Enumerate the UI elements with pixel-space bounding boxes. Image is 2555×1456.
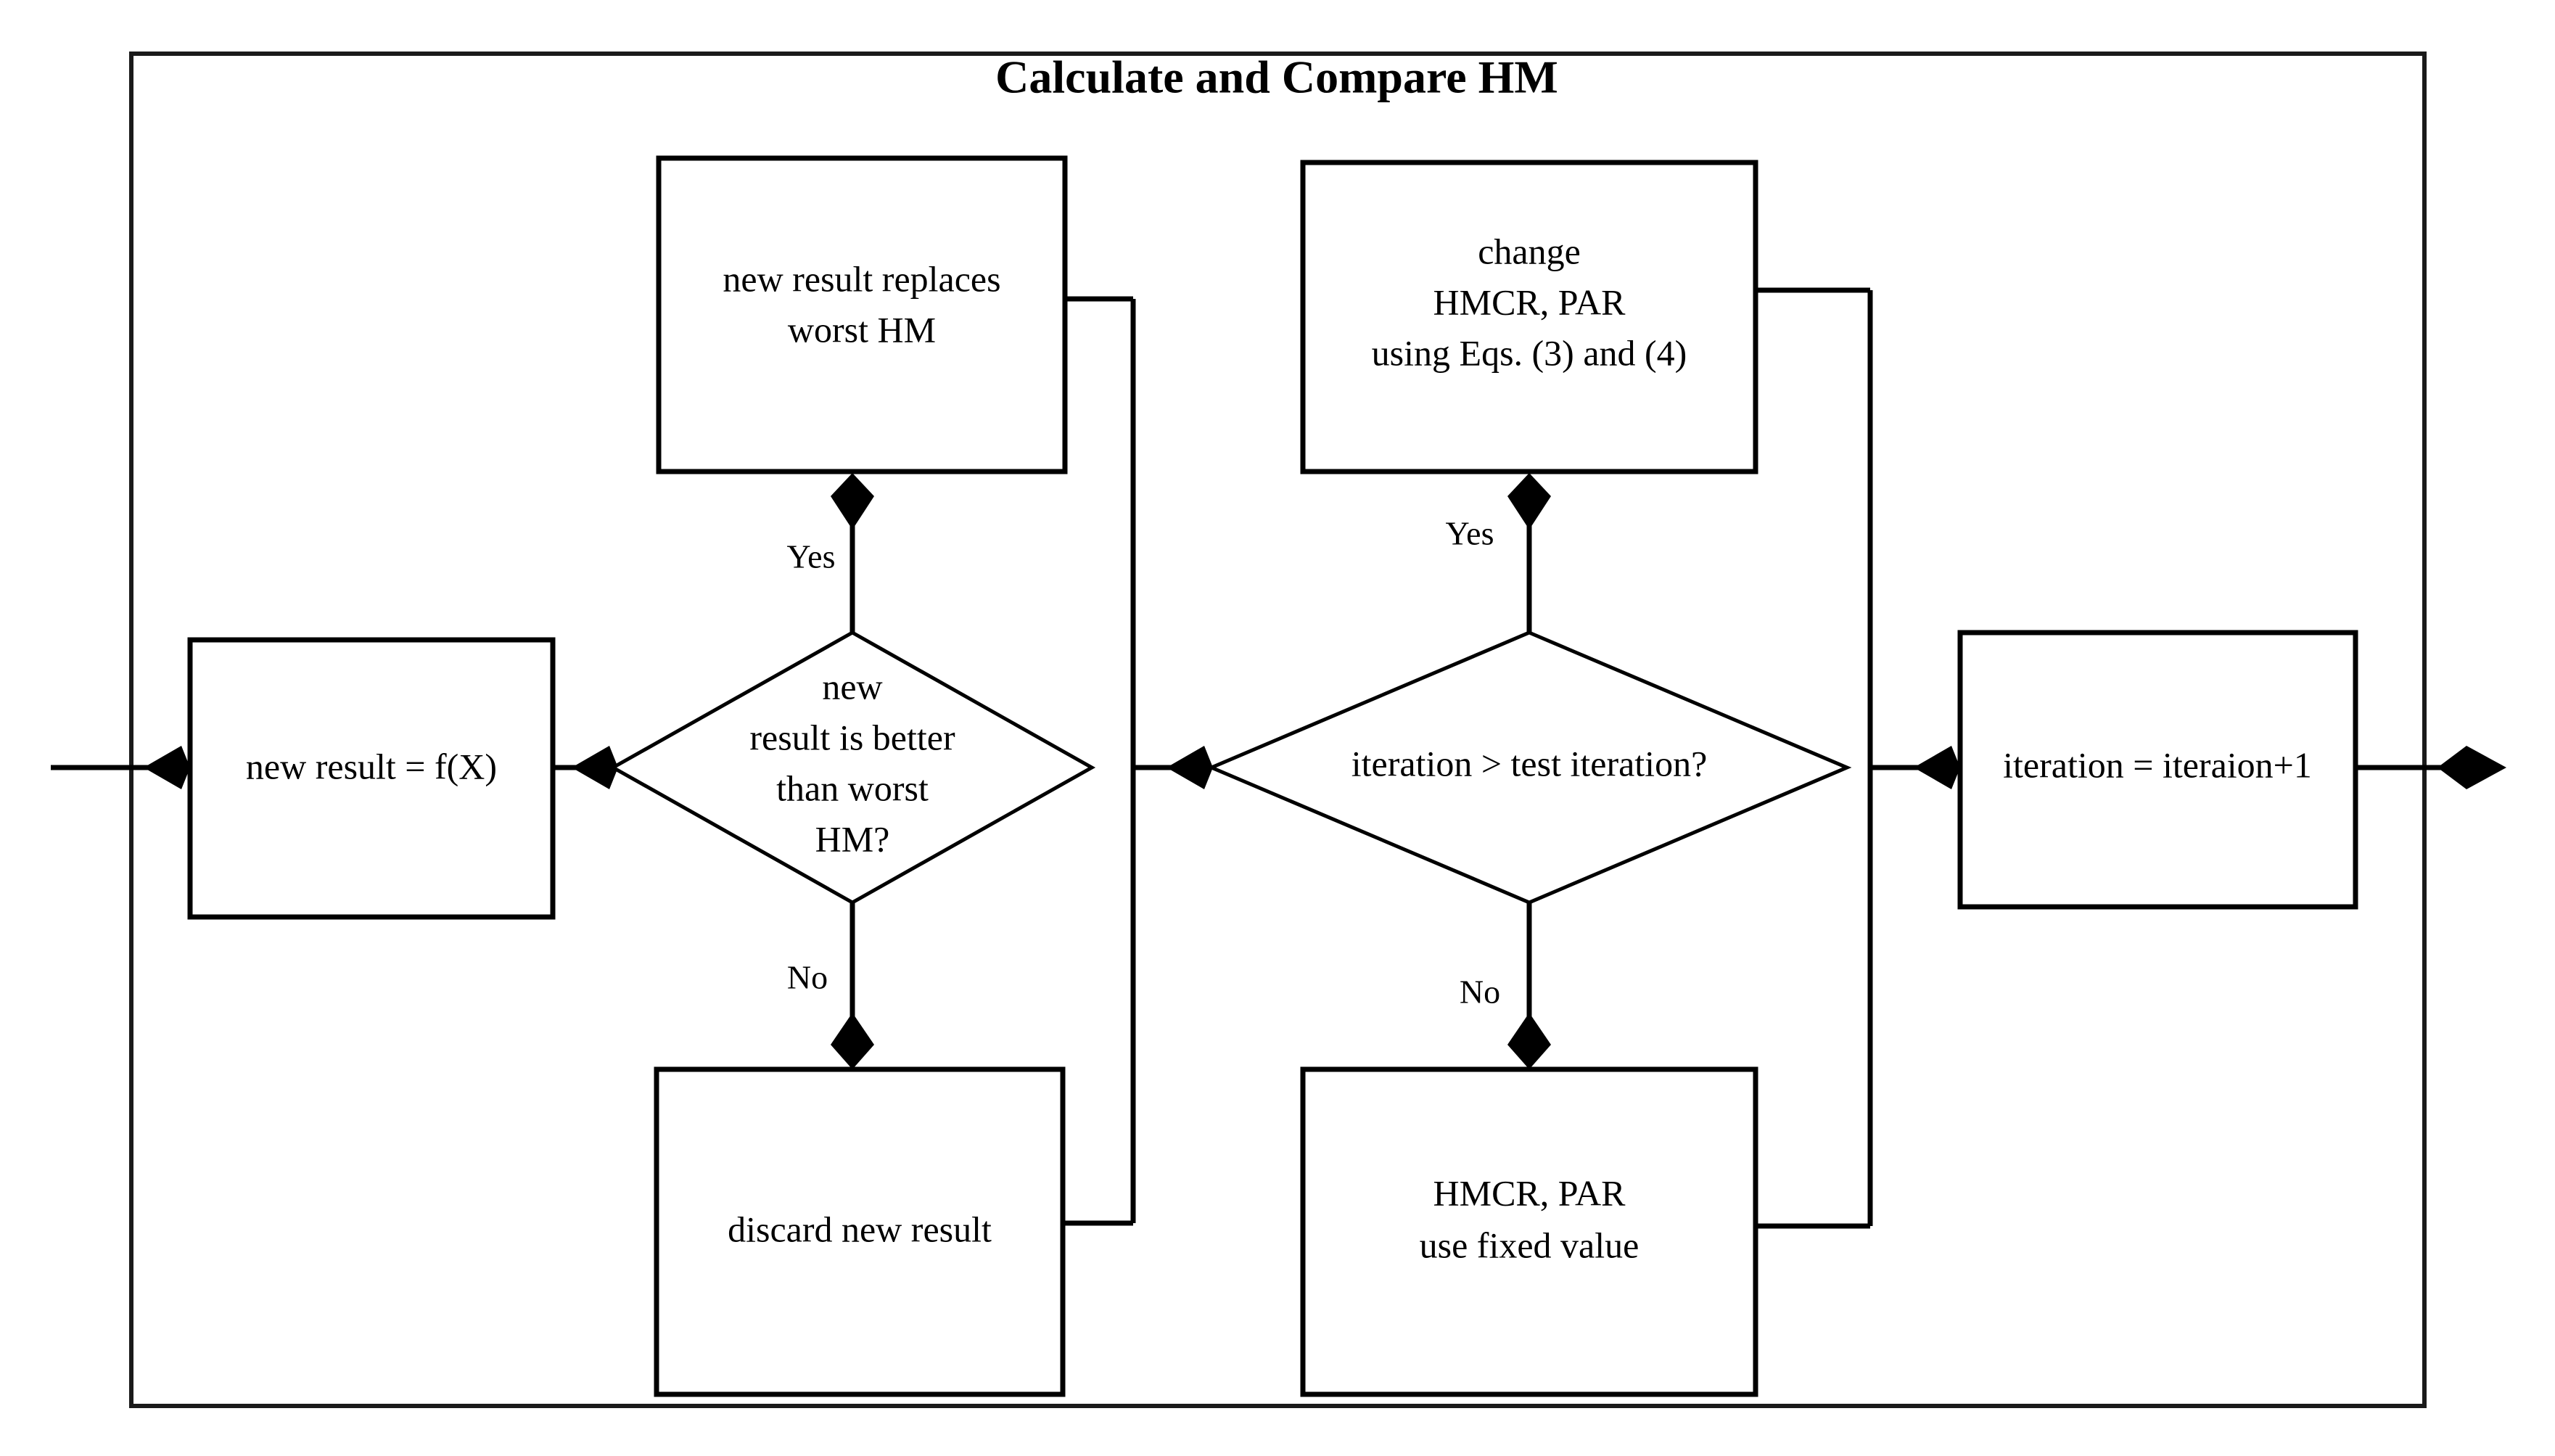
node-decision-iteration[interactable]: iteration > test iteration? xyxy=(1206,630,1852,905)
node-decision-better-line-2: than worst xyxy=(776,768,929,808)
edge-label-better-no: No xyxy=(787,959,828,996)
node-process-change-params-line-0: change xyxy=(1478,231,1581,271)
connector-iteration-yes xyxy=(1507,473,1551,638)
connector-iteration-no xyxy=(1507,898,1551,1069)
node-process-replace-line-1: worst HM xyxy=(788,309,936,350)
edge-label-iteration-no: No xyxy=(1460,974,1500,1011)
diagram-title: Calculate and Compare HM xyxy=(995,52,1558,103)
outer-frame xyxy=(129,52,2427,1408)
connector-exit xyxy=(2356,746,2506,789)
node-decision-iteration-line-0: iteration > test iteration? xyxy=(1351,743,1708,783)
node-decision-better-line-1: result is better xyxy=(749,717,955,757)
node-process-change-params[interactable]: change HMCR, PAR using Eqs. (3) and (4) xyxy=(1300,160,1758,474)
connector-newresult-to-decision-better xyxy=(553,746,618,789)
node-process-new-result-line-0: new result = f(X) xyxy=(246,746,497,786)
connector-better-yes xyxy=(831,473,874,638)
node-process-increment-line-0: iteration = iteraion+1 xyxy=(2003,744,2312,785)
connector-entry xyxy=(51,746,190,789)
connector-bus-to-decision-iteration xyxy=(1133,746,1213,789)
node-process-discard[interactable]: discard new result xyxy=(654,1066,1066,1397)
node-process-fixed-params[interactable]: HMCR, PAR use fixed value xyxy=(1300,1066,1758,1397)
connector-better-no xyxy=(831,898,874,1069)
node-process-replace-line-0: new result replaces xyxy=(723,258,1000,299)
node-process-increment[interactable]: iteration = iteraion+1 xyxy=(1957,630,2358,910)
node-process-fixed-params-line-0: HMCR, PAR xyxy=(1433,1172,1626,1213)
edge-label-better-yes: Yes xyxy=(787,538,836,575)
node-process-fixed-params-line-1: use fixed value xyxy=(1420,1225,1639,1265)
node-process-change-params-line-2: using Eqs. (3) and (4) xyxy=(1372,332,1687,373)
node-decision-better[interactable]: new result is better than worst HM? xyxy=(609,630,1096,905)
node-process-new-result[interactable]: new result = f(X) xyxy=(187,637,556,920)
node-decision-better-line-0: new xyxy=(822,666,882,707)
node-decision-better-line-3: HM? xyxy=(815,818,890,859)
edge-label-iteration-yes: Yes xyxy=(1446,515,1494,552)
node-process-discard-line-0: discard new result xyxy=(728,1209,992,1249)
connector-bus-to-increment xyxy=(1870,746,1960,789)
node-process-change-params-line-1: HMCR, PAR xyxy=(1433,281,1626,322)
node-process-replace[interactable]: new result replaces worst HM xyxy=(656,155,1068,474)
